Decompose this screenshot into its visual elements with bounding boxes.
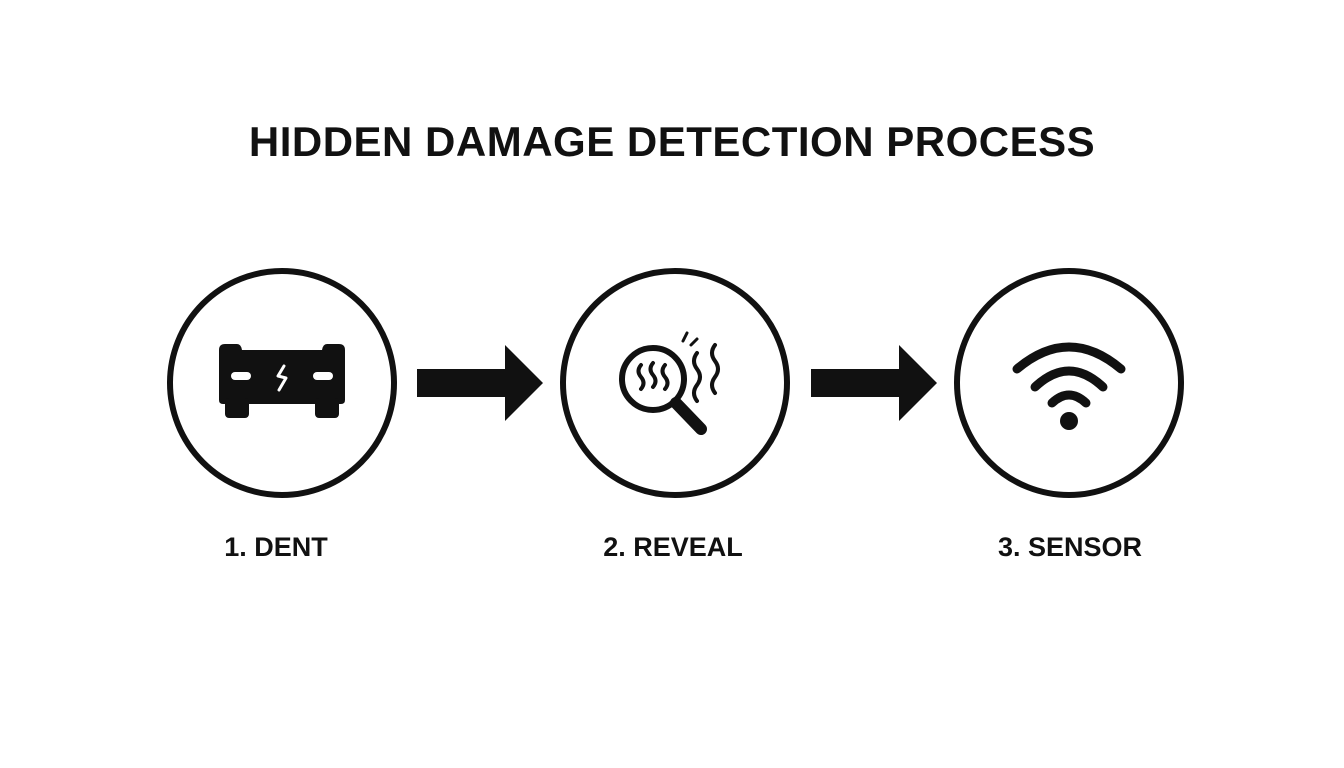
arrow-right-icon <box>417 345 543 421</box>
step-3-circle <box>954 268 1184 498</box>
step-3-label: 3. SENSOR <box>997 532 1143 562</box>
step-2-circle <box>560 268 790 498</box>
step-1-circle <box>167 268 397 498</box>
step-1-label: 1. DENT <box>224 532 328 562</box>
car-front-dent-icon <box>219 344 345 418</box>
magnifier-heat-icon <box>619 331 720 435</box>
diagram-title: HIDDEN DAMAGE DETECTION PROCESS <box>248 118 1096 165</box>
wireless-sensor-icon <box>1012 342 1126 430</box>
step-2-label: 2. REVEAL <box>603 532 743 562</box>
arrow-right-icon <box>811 345 937 421</box>
